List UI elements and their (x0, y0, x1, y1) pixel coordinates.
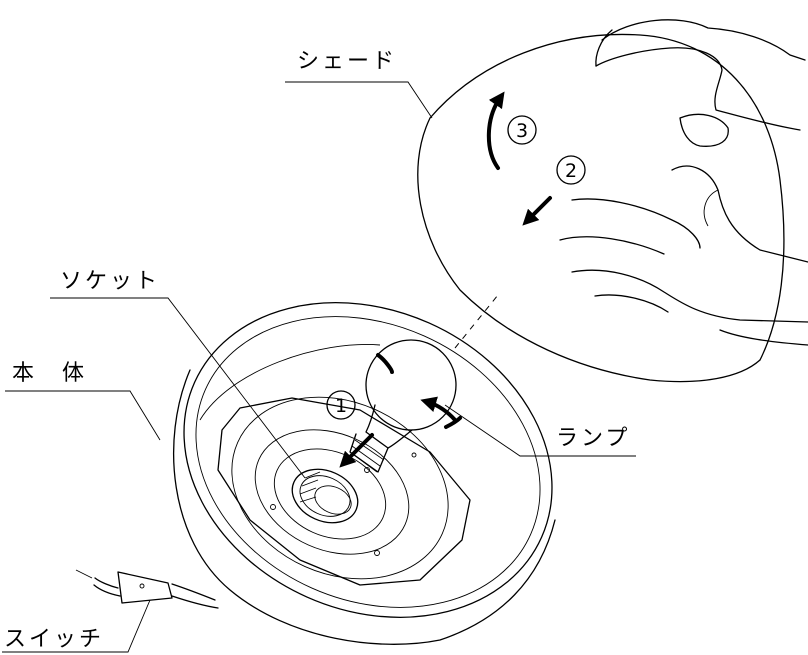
label-body-text: 本 体 (12, 361, 87, 386)
label-lamp: ランプ (444, 404, 636, 457)
label-switch-text: スイッチ (4, 627, 104, 652)
step2-arrow (522, 196, 552, 226)
step-1-number: 1 (335, 395, 347, 417)
lamp-body (173, 302, 556, 645)
hands (559, 19, 808, 346)
label-lamp-text: ランプ (556, 426, 630, 451)
step-3-number: 3 (516, 120, 528, 142)
step1-arrow (339, 433, 374, 468)
socket (291, 468, 359, 524)
label-body: 本 体 (5, 361, 161, 441)
step3-arrow (486, 91, 505, 170)
shade (417, 33, 785, 383)
step-2-marker: 2 (556, 155, 586, 185)
switch (75, 569, 219, 609)
step-1-marker: 1 (326, 390, 356, 420)
label-socket: ソケット (50, 269, 306, 479)
label-shade: シェード (285, 49, 433, 119)
label-switch: スイッチ (2, 599, 151, 653)
lamp-rotate-arrow (376, 353, 462, 429)
step-2-number: 2 (565, 160, 577, 182)
lamp-bulb (349, 339, 457, 473)
label-socket-text: ソケット (60, 269, 160, 294)
step-3-marker: 3 (507, 115, 537, 145)
label-shade-text: シェード (297, 49, 397, 74)
